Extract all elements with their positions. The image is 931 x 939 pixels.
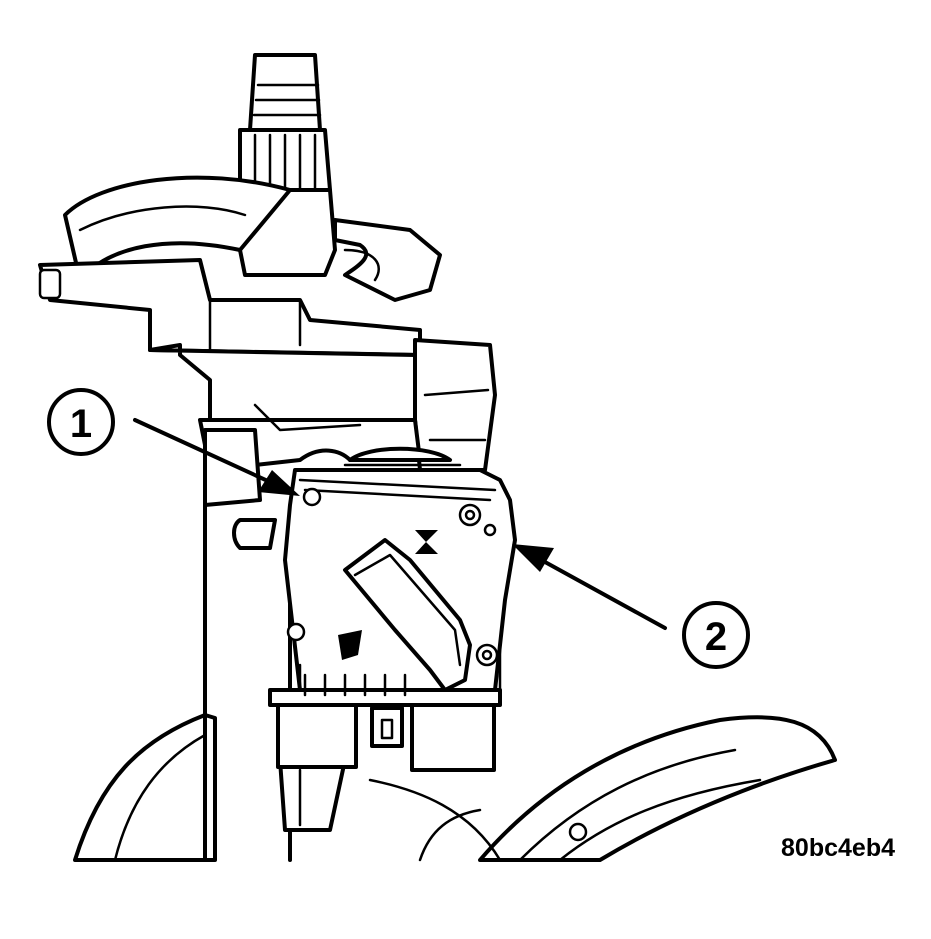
- leader-arrow-2: [543, 560, 667, 630]
- wiring-connectors: [268, 673, 502, 772]
- callout-number-2: 2: [705, 615, 727, 659]
- arrow-head-1: [258, 470, 300, 496]
- callout-2: 2: [682, 601, 750, 669]
- multifunction-switch: [283, 446, 517, 692]
- steering-collar: [38, 175, 497, 550]
- callout-number-1: 1: [70, 402, 92, 446]
- leader-arrow-1: [133, 418, 272, 484]
- column-shroud: [73, 713, 837, 862]
- callout-circle-2: [682, 601, 750, 669]
- callout-1: 1: [47, 388, 115, 456]
- steering-shaft: [238, 53, 337, 277]
- figure-code: 80bc4eb4: [781, 834, 895, 862]
- callout-circle-1: [47, 388, 115, 456]
- leader-arrows: [133, 418, 667, 630]
- arrow-head-2: [512, 544, 554, 572]
